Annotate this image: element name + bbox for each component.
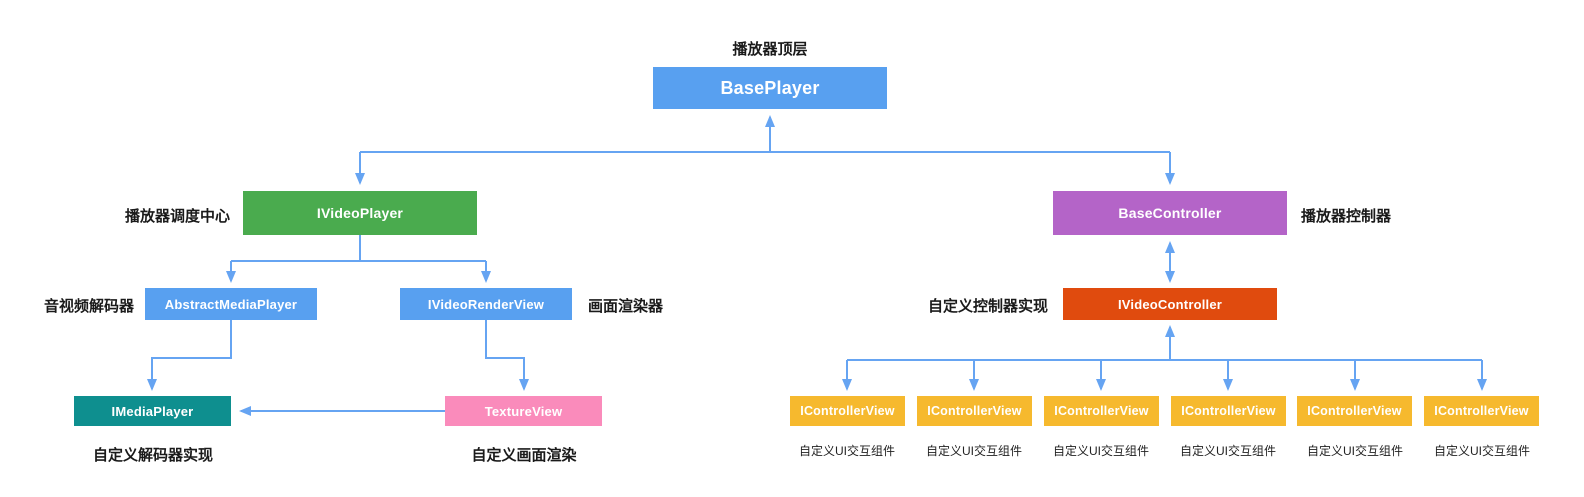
- label-ui-component-4: 自定义UI交互组件: [1179, 444, 1276, 458]
- node-icontrollerview-2: IControllerView: [917, 396, 1032, 426]
- node-icontrollerview-3: IControllerView: [1044, 396, 1159, 426]
- label-ui-component-6: 自定义UI交互组件: [1433, 444, 1530, 458]
- node-icontrollerview-4: IControllerView: [1171, 396, 1286, 426]
- label-scheduler-center: 播放器调度中心: [124, 208, 230, 225]
- node-ivideoplayer: IVideoPlayer: [243, 191, 477, 235]
- label-ui-component-5: 自定义UI交互组件: [1306, 444, 1403, 458]
- label-custom-decoder: 自定义解码器实现: [92, 447, 213, 464]
- label-ui-component-3: 自定义UI交互组件: [1052, 444, 1149, 458]
- label-av-decoder: 音视频解码器: [43, 298, 134, 315]
- node-baseplayer: BasePlayer: [653, 67, 887, 109]
- label-custom-render: 自定义画面渲染: [471, 447, 577, 464]
- node-ivideorenderview: IVideoRenderView: [400, 288, 572, 320]
- label-custom-controller: 自定义控制器实现: [927, 298, 1048, 315]
- node-basecontroller: BaseController: [1053, 191, 1287, 235]
- node-imediaplayer: IMediaPlayer: [74, 396, 231, 426]
- node-icontrollerview-6: IControllerView: [1424, 396, 1539, 426]
- node-abstractmediaplayer: AbstractMediaPlayer: [145, 288, 317, 320]
- label-ui-component-1: 自定义UI交互组件: [798, 444, 895, 458]
- node-ivideocontroller: IVideoController: [1063, 288, 1277, 320]
- node-icontrollerview-5: IControllerView: [1297, 396, 1412, 426]
- node-icontrollerview-1: IControllerView: [790, 396, 905, 426]
- label-frame-renderer: 画面渲染器: [588, 298, 664, 315]
- label-ui-component-2: 自定义UI交互组件: [925, 444, 1022, 458]
- label-player-top: 播放器顶层: [732, 41, 808, 58]
- label-player-controller: 播放器控制器: [1301, 208, 1392, 225]
- node-textureview: TextureView: [445, 396, 602, 426]
